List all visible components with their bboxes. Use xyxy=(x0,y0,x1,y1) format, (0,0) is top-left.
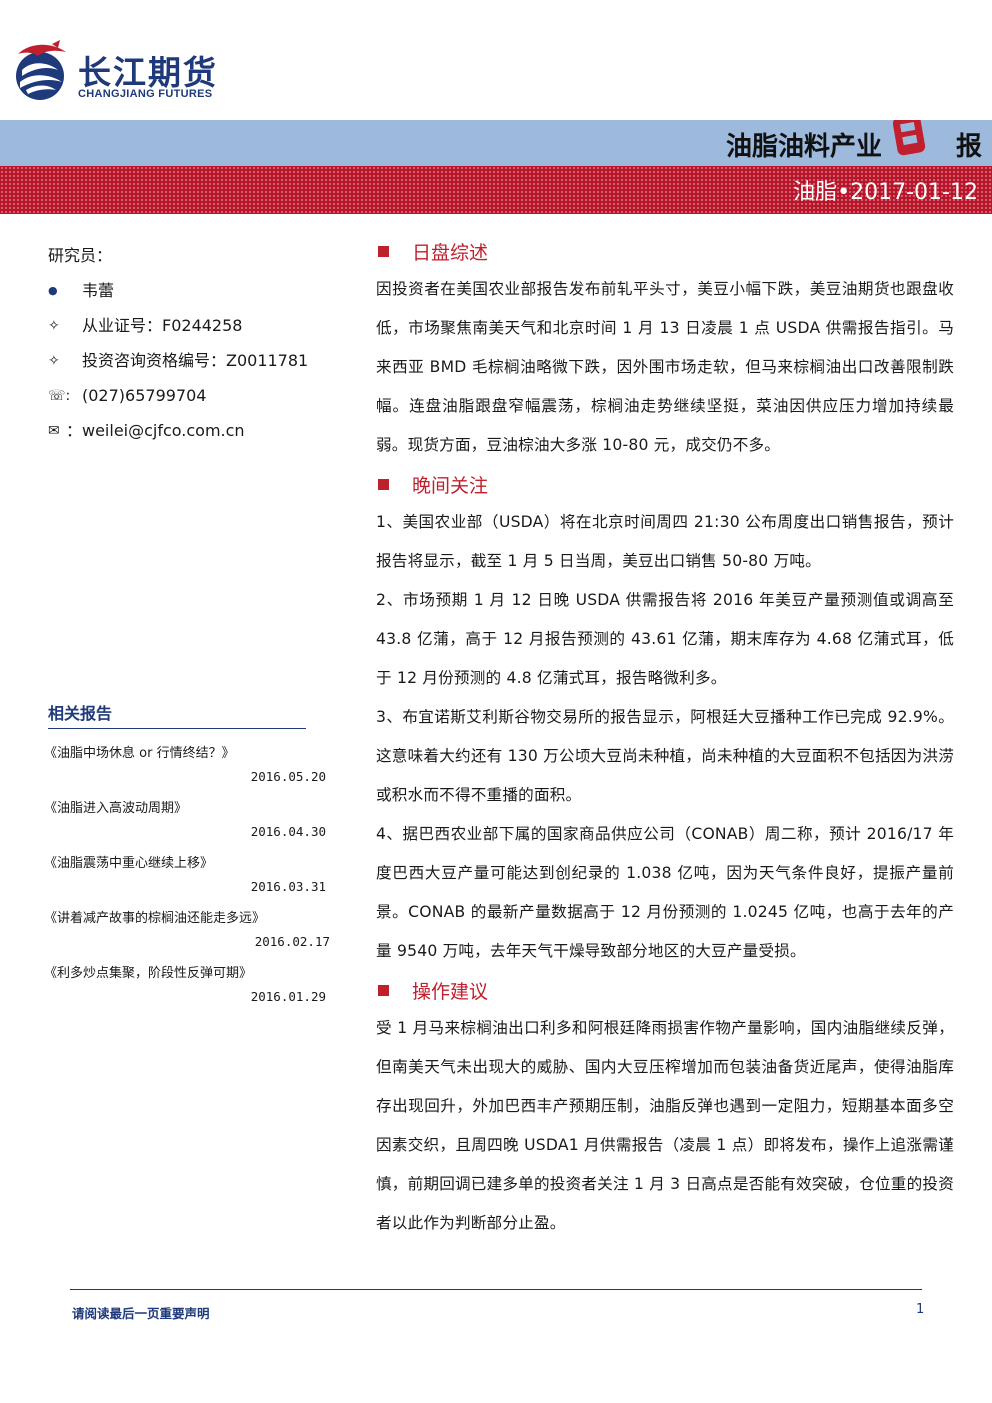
phone-row: ☏: (027)65799704 xyxy=(48,378,338,413)
diamond-bullet-icon: ✧ xyxy=(48,352,60,369)
header-band xyxy=(0,120,992,166)
section-body: 受 1 月马来棕榈油出口利多和阿根廷降雨损害作物产量影响，国内油脂继续反弹，但南… xyxy=(376,1009,954,1243)
researcher-name-row: ● 韦蕾 xyxy=(48,273,338,308)
list-item[interactable]: 《讲着减产故事的棕榈油还能走多远》 2016.02.17 xyxy=(44,894,330,949)
person-icon: ● xyxy=(48,283,58,297)
paragraph: 1、美国农业部（USDA）将在北京时间周四 21:30 公布周度出口销售报告，预… xyxy=(376,513,954,570)
section-body: 因投资者在美国农业部报告发布前轧平头寸，美豆小幅下跌，美豆油期货也跟盘收低，市场… xyxy=(376,270,954,465)
section-heading: 日盘综述 xyxy=(376,232,954,270)
paragraph: 受 1 月马来棕榈油出口利多和阿根廷降雨损害作物产量影响，国内油脂继续反弹，但南… xyxy=(376,1019,954,1232)
brand-name-en: CHANGJIANG FUTURES xyxy=(78,88,213,100)
email-row: ✉ ：weilei@cjfco.com.cn xyxy=(48,413,338,448)
phone-number: (027)65799704 xyxy=(82,385,207,405)
report-date: 2016.03.31 xyxy=(250,879,326,894)
report-title: 油脂油料产业 xyxy=(725,132,882,162)
logo-emblem xyxy=(16,40,66,100)
advisor-license-row: ✧ 投资咨询资格编号：Z0011781 xyxy=(48,343,338,378)
license-number: 从业证号：F0244258 xyxy=(82,315,243,335)
paragraph: 4、据巴西农业部下属的国家商品供应公司（CONAB）周二称，预计 2016/17… xyxy=(376,825,954,960)
license-row: ✧ 从业证号：F0244258 xyxy=(48,308,338,343)
section-body: 1、美国农业部（USDA）将在北京时间周四 21:30 公布周度出口销售报告，预… xyxy=(376,503,954,971)
report-link[interactable]: 《油脂中场休息 or 行情终结？》 xyxy=(44,746,235,761)
paragraph: 3、布宜诺斯艾利斯谷物交易所的报告显示，阿根廷大豆播种工作已完成 92.9%。这… xyxy=(376,708,954,804)
advisor-license-number: 投资咨询资格编号：Z0011781 xyxy=(82,350,309,370)
related-reports: 相关报告 《油脂中场休息 or 行情终结？》 2016.05.20 《油脂进入高… xyxy=(44,700,330,1004)
list-item[interactable]: 《油脂震荡中重心继续上移》 2016.03.31 xyxy=(44,839,326,894)
email-address[interactable]: ：weilei@cjfco.com.cn xyxy=(66,420,245,440)
report-link[interactable]: 《油脂进入高波动周期》 xyxy=(44,801,188,816)
company-logo: 长江期货 CHANGJIANG FUTURES xyxy=(12,40,252,106)
section-heading: 晚间关注 xyxy=(376,465,954,503)
footer-divider xyxy=(70,1289,922,1290)
report-date: 油脂•2017-01-12 xyxy=(793,180,978,205)
paragraph: 因投资者在美国农业部报告发布前轧平头寸，美豆小幅下跌，美豆油期货也跟盘收低，市场… xyxy=(376,280,954,454)
list-item[interactable]: 《油脂中场休息 or 行情终结？》 2016.05.20 xyxy=(44,729,326,784)
researcher-heading: 研究员： xyxy=(48,245,113,265)
researcher-info: 研究员： ● 韦蕾 ✧ 从业证号：F0244258 ✧ 投资咨询资格编号：Z00… xyxy=(48,238,338,448)
report-link[interactable]: 《利多炒点集聚，阶段性反弹可期》 xyxy=(44,966,253,981)
report-date: 2016.04.30 xyxy=(250,824,326,839)
diamond-bullet-icon: ✧ xyxy=(48,317,60,334)
section-heading: 操作建议 xyxy=(376,971,954,1009)
subtitle-band xyxy=(0,166,992,214)
square-bullet-icon xyxy=(378,478,389,490)
square-bullet-icon xyxy=(378,984,389,996)
footer-disclaimer[interactable]: 请阅读最后一页重要声明 xyxy=(72,1306,210,1321)
brand-name-cn: 长江期货 xyxy=(78,53,218,92)
report-date: 2016.05.20 xyxy=(250,769,326,784)
report-title-bao: 报 xyxy=(955,132,982,162)
report-date: 2016.01.29 xyxy=(250,989,326,1004)
ri-emblem: 日 xyxy=(892,114,933,166)
phone-icon: ☏: xyxy=(48,387,71,404)
report-link[interactable]: 《油脂震荡中重心继续上移》 xyxy=(44,856,214,871)
envelope-icon: ✉ xyxy=(48,422,60,439)
report-body: 日盘综述 因投资者在美国农业部报告发布前轧平头寸，美豆小幅下跌，美豆油期货也跟盘… xyxy=(376,232,954,1243)
page-number: 1 xyxy=(916,1302,925,1317)
report-date: 2016.02.17 xyxy=(254,934,330,949)
report-link[interactable]: 《讲着减产故事的棕榈油还能走多远》 xyxy=(44,911,266,926)
square-bullet-icon xyxy=(378,245,389,257)
researcher-name: 韦蕾 xyxy=(82,280,115,300)
list-item[interactable]: 《利多炒点集聚，阶段性反弹可期》 2016.01.29 xyxy=(44,949,326,1004)
list-item[interactable]: 《油脂进入高波动周期》 2016.04.30 xyxy=(44,784,326,839)
related-reports-title: 相关报告 xyxy=(48,700,306,729)
paragraph: 2、市场预期 1 月 12 日晚 USDA 供需报告将 2016 年美豆产量预测… xyxy=(376,591,954,687)
